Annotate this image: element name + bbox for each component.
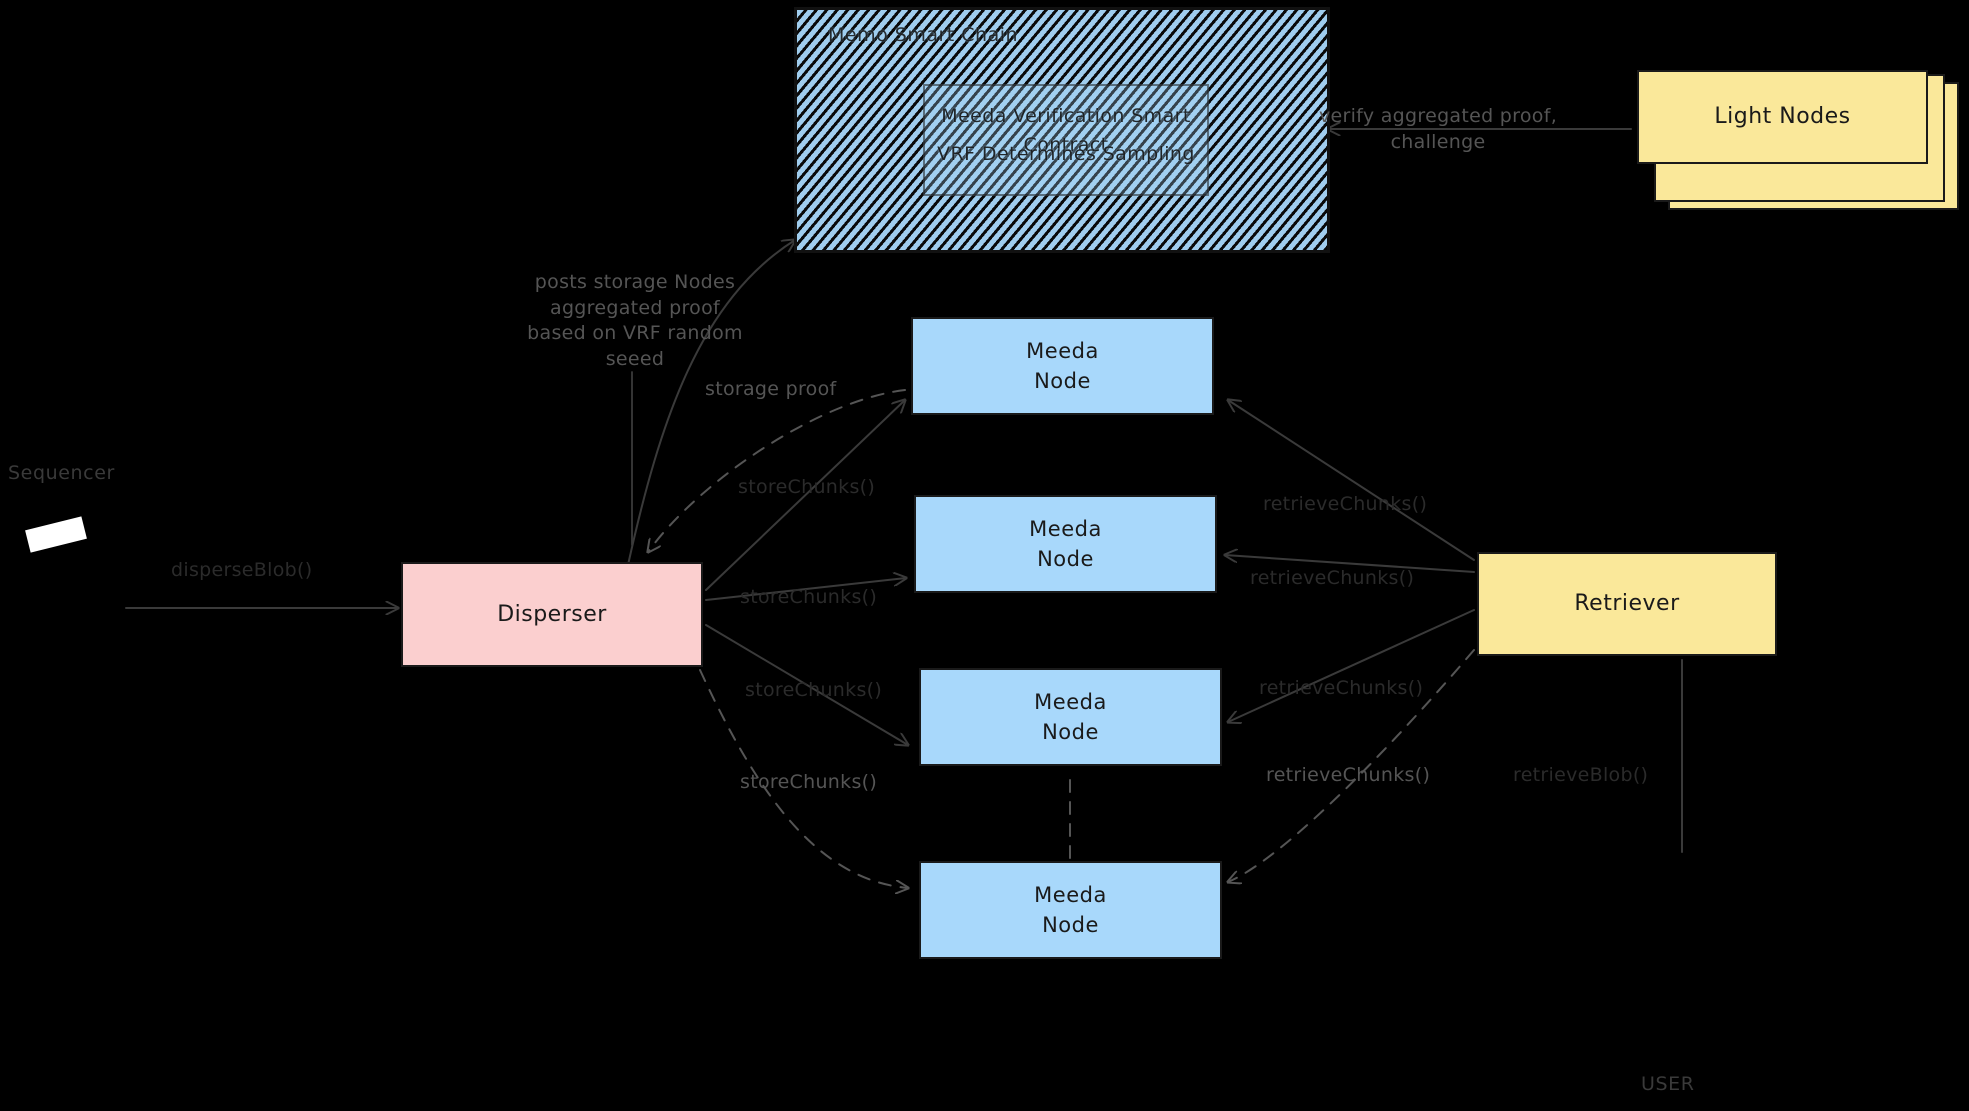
edge-disperser-to-chain xyxy=(627,240,795,566)
meeda-node-4-label: Meeda Node xyxy=(1034,882,1107,937)
edge-store-chunks-2 xyxy=(705,578,906,601)
edge-store-chunks-1 xyxy=(705,400,905,591)
edge-retrieve-chunks-3 xyxy=(1228,609,1475,722)
light-nodes-box[interactable]: Light Nodes xyxy=(1637,70,1928,164)
edge-label-retrieve-chunks-2: retrieveChunks() xyxy=(1250,567,1415,589)
memo-smart-chain-box[interactable] xyxy=(794,7,1330,253)
sequencer-label: Sequencer xyxy=(8,462,115,484)
edge-label-store-chunks-3: storeChunks() xyxy=(745,679,883,701)
meeda-node-2-label: Meeda Node xyxy=(1029,516,1102,571)
meeda-node-1[interactable]: Meeda Node xyxy=(911,317,1214,415)
edge-label-store-chunks-1: storeChunks() xyxy=(738,476,876,498)
disperser-box[interactable]: Disperser xyxy=(401,562,703,667)
edge-label-retrieve-chunks-4: retrieveChunks() xyxy=(1266,764,1431,786)
edge-label-verify-challenge: verify aggregated proof, challenge xyxy=(1318,105,1558,153)
edge-label-retrieve-chunks-1: retrieveChunks() xyxy=(1263,493,1428,515)
light-nodes-label: Light Nodes xyxy=(1714,104,1851,130)
edge-label-disperse-blob: disperseBlob() xyxy=(171,559,313,581)
edge-label-storage-proof: storage proof xyxy=(705,378,837,400)
edge-label-posts-proof: posts storage Nodes aggregated proof bas… xyxy=(527,271,743,370)
edge-retrieve-chunks-4 xyxy=(1228,649,1475,882)
meeda-node-1-label: Meeda Node xyxy=(1026,338,1099,393)
memo-smart-chain-title: Memo Smart Chain xyxy=(828,24,1019,46)
edge-label-retrieve-blob: retrieveBlob() xyxy=(1513,764,1649,786)
meeda-node-3-label: Meeda Node xyxy=(1034,689,1107,744)
meeda-verification-contract-box[interactable] xyxy=(923,84,1209,196)
vrf-sampling-label: VRF Determines Sampling xyxy=(937,143,1195,165)
retriever-label: Retriever xyxy=(1574,591,1680,617)
edge-storage-proof xyxy=(648,389,906,552)
edge-label-retrieve-chunks-3: retrieveChunks() xyxy=(1259,677,1424,699)
edge-label-store-chunks-4: storeChunks() xyxy=(740,771,878,793)
retriever-box[interactable]: Retriever xyxy=(1477,552,1777,656)
meeda-verification-contract-label: Meeda Verification Smart Contract xyxy=(941,105,1191,156)
meeda-node-3[interactable]: Meeda Node xyxy=(919,668,1222,766)
edge-retrieve-chunks-2 xyxy=(1225,555,1475,573)
disperser-label: Disperser xyxy=(497,601,607,627)
meeda-node-4[interactable]: Meeda Node xyxy=(919,861,1222,959)
user-label: USER xyxy=(1641,1073,1695,1095)
edge-store-chunks-3 xyxy=(705,624,908,745)
meeda-node-2[interactable]: Meeda Node xyxy=(914,495,1217,593)
edge-label-store-chunks-2: storeChunks() xyxy=(740,586,878,608)
edge-store-chunks-4 xyxy=(699,669,908,888)
edge-retrieve-chunks-1 xyxy=(1228,400,1475,561)
